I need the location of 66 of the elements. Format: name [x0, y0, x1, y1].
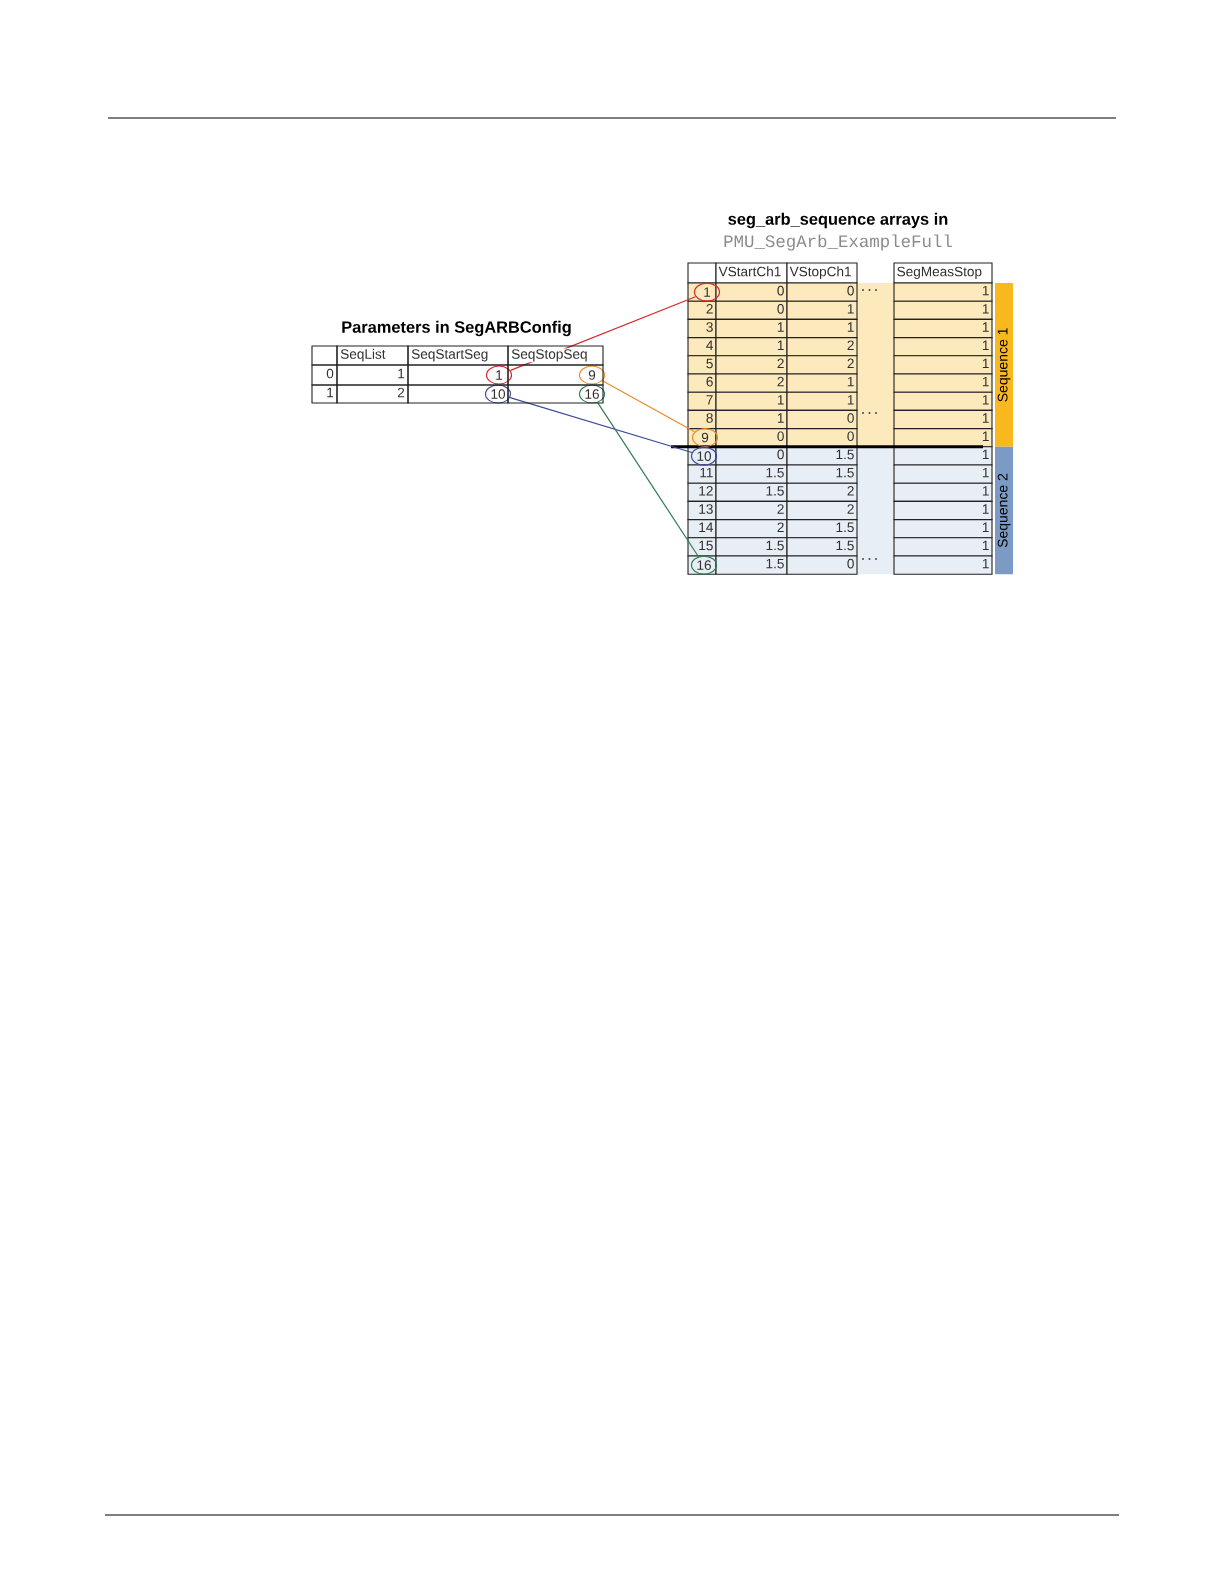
table-cell: 1	[893, 282, 993, 302]
table-cell: 1	[893, 537, 993, 557]
table-cell: 0	[311, 364, 338, 386]
row-number: 8	[687, 409, 717, 430]
table-cell: 1	[893, 428, 993, 448]
connector-line	[509, 397, 693, 454]
circled-value: 9	[578, 365, 606, 385]
table-cell: 1	[893, 482, 993, 502]
table-cell: 1.5	[786, 537, 858, 557]
table-cell: 1	[311, 384, 338, 404]
row-number: 5	[687, 355, 717, 375]
table-title: seg_arb_sequence arrays in	[728, 212, 948, 229]
table-cell: 1	[893, 409, 993, 430]
circled-value: 16	[578, 384, 606, 404]
table-cell: 1	[786, 300, 858, 320]
circled-value: 1	[693, 282, 721, 302]
circled-value: 10	[690, 446, 718, 466]
table-cell: 1	[893, 318, 993, 339]
table-cell: 1	[786, 391, 858, 411]
column-header: SeqList	[336, 345, 409, 366]
sequence-band: Sequence 2	[995, 446, 1013, 575]
row-number: 14	[687, 519, 717, 539]
table-title: Parameters in SegARBConfig	[342, 320, 571, 337]
table-cell: 0	[786, 282, 858, 302]
circled-value: 16	[690, 555, 718, 575]
circled-value: 10	[484, 384, 512, 404]
column-header: SeqStartSeg	[407, 345, 509, 366]
row-number: 12	[687, 482, 717, 502]
table-cell: 1.5	[786, 519, 858, 539]
table-cell: 1	[893, 355, 993, 375]
row-number: 2	[687, 300, 717, 320]
table-cell: 2	[786, 500, 858, 521]
connector-line	[601, 380, 696, 433]
table-cell: 1	[893, 464, 993, 484]
row-number: 13	[687, 500, 717, 521]
table-cell: 0	[786, 428, 858, 448]
table-cell: 1	[893, 300, 993, 320]
table-cell: 1	[893, 555, 993, 575]
table-cell: 2	[786, 482, 858, 502]
table-cell: 1	[893, 391, 993, 411]
row-number: 4	[687, 337, 717, 357]
sequence-band: Sequence 1	[995, 283, 1013, 447]
table-cell: 0	[786, 409, 858, 430]
row-number: 6	[687, 373, 717, 393]
row-number: 3	[687, 318, 717, 339]
table-cell: 0	[786, 555, 858, 575]
table-cell: 1	[893, 500, 993, 521]
table-cell: 1	[893, 373, 993, 393]
table-cell: 2	[336, 384, 409, 404]
table-cell: 1	[893, 519, 993, 539]
table-cell: 2	[786, 337, 858, 357]
connector-line	[597, 402, 699, 558]
circled-value: 9	[691, 427, 719, 448]
table-cell: 1.5	[786, 464, 858, 484]
circled-value: 1	[485, 365, 513, 385]
code-name: PMU_SegArb_ExampleFull	[724, 234, 952, 251]
table-cell: 1	[786, 373, 858, 393]
table-cell: 2	[786, 355, 858, 375]
table-cell: 1	[893, 337, 993, 357]
table-cell: 1	[786, 318, 858, 339]
table-cell: 1	[336, 364, 409, 386]
column-header: SegMeasStop	[893, 262, 993, 284]
column-header: SeqStopSeq	[507, 345, 604, 366]
column-header: VStopCh1	[786, 262, 858, 284]
row-number: 7	[687, 391, 717, 411]
row-number: 11	[687, 464, 717, 484]
